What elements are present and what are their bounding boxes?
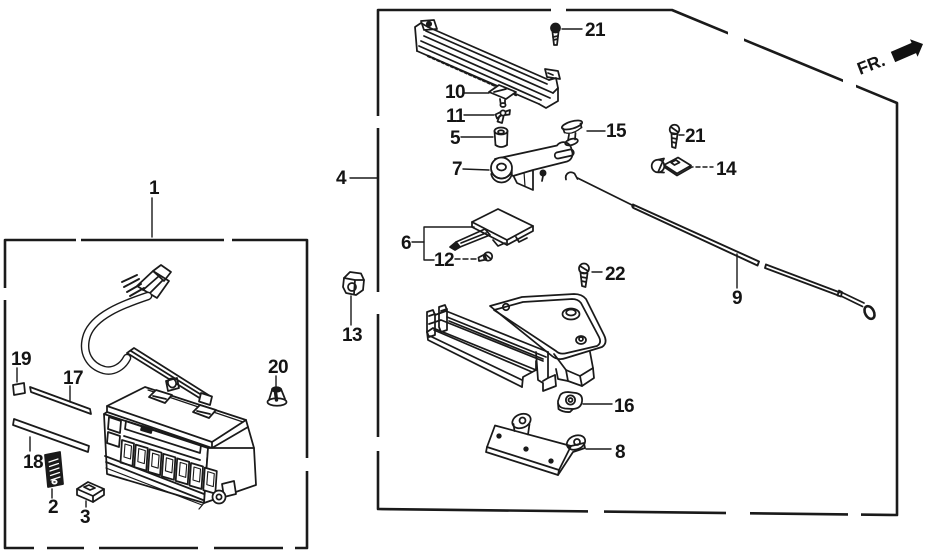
svg-text:18: 18 [23, 452, 43, 473]
svg-text:12: 12 [434, 250, 454, 271]
svg-text:17: 17 [63, 368, 83, 389]
svg-text:16: 16 [614, 396, 634, 417]
svg-text:21: 21 [585, 20, 606, 41]
svg-text:2: 2 [48, 497, 58, 518]
svg-text:14: 14 [716, 159, 737, 180]
svg-text:3: 3 [80, 507, 90, 528]
svg-text:FR.: FR. [854, 50, 887, 79]
svg-text:15: 15 [606, 121, 627, 142]
svg-text:21: 21 [685, 126, 706, 147]
svg-text:19: 19 [11, 349, 31, 370]
svg-text:4: 4 [336, 168, 347, 189]
svg-text:6: 6 [401, 233, 411, 254]
svg-text:10: 10 [445, 82, 465, 103]
svg-text:7: 7 [452, 159, 462, 180]
svg-text:20: 20 [268, 357, 288, 378]
svg-text:1: 1 [149, 178, 160, 199]
svg-text:11: 11 [446, 106, 466, 127]
svg-text:5: 5 [450, 128, 461, 149]
svg-text:8: 8 [615, 442, 625, 463]
svg-text:13: 13 [342, 325, 362, 346]
svg-text:9: 9 [732, 288, 742, 309]
svg-text:22: 22 [605, 264, 625, 285]
